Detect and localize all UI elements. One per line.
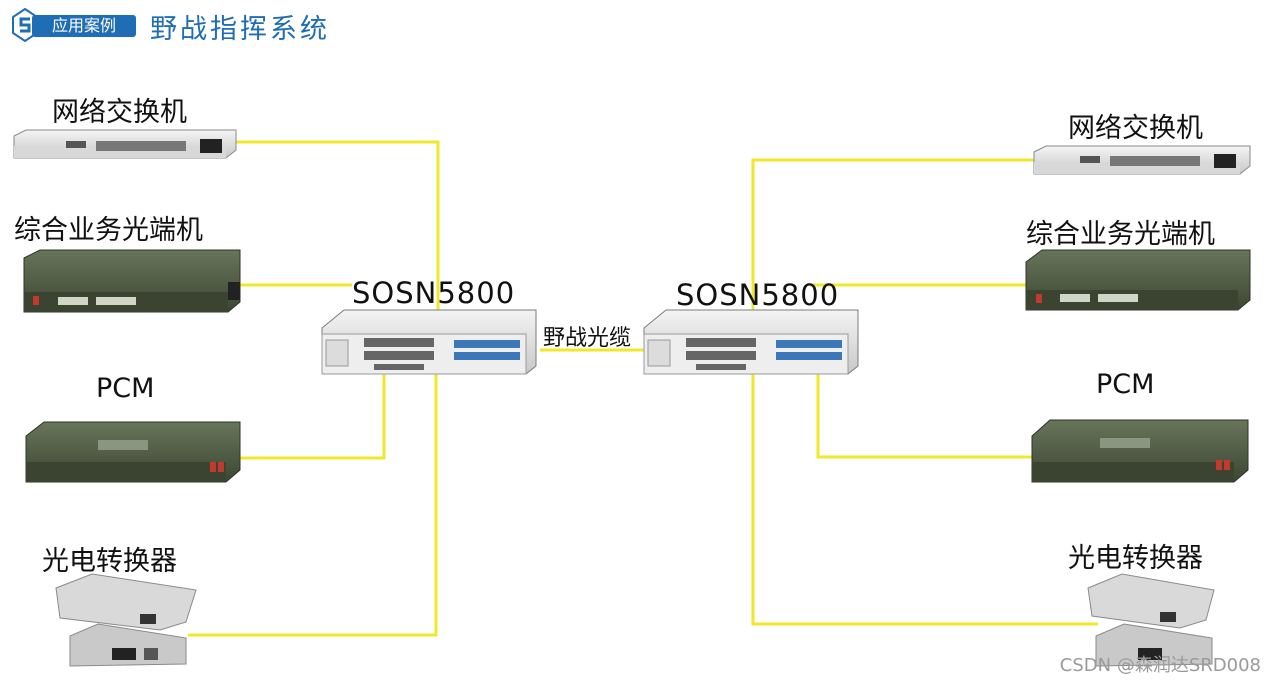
left-pcm-label: PCM (96, 373, 154, 404)
cable-left-pcm (240, 372, 384, 458)
cable-right-converter (753, 372, 1098, 624)
left-terminal-device (24, 250, 240, 312)
left-pcm-device (26, 422, 240, 482)
right-terminal-device (1026, 250, 1250, 310)
trunk-cable-label: 野战光缆 (543, 320, 631, 352)
left-converter-device (56, 574, 196, 666)
cable-lines (188, 142, 1098, 635)
right-pcm-label: PCM (1096, 369, 1154, 400)
left-converter-label: 光电转换器 (42, 539, 177, 578)
right-switch-label: 网络交换机 (1068, 106, 1203, 145)
right-switch-device (1034, 146, 1250, 174)
right-converter-label: 光电转换器 (1068, 536, 1203, 575)
left-terminal-label: 综合业务光端机 (14, 208, 203, 247)
right-terminal-label: 综合业务光端机 (1026, 212, 1215, 251)
left-node-label: SOSN5800 (352, 276, 515, 310)
right-node-label: SOSN5800 (676, 278, 839, 312)
left-sosn-device (322, 310, 536, 374)
watermark: CSDN @森润达SRD008 (1060, 651, 1261, 677)
right-sosn-device (644, 310, 858, 374)
right-pcm-device (1032, 420, 1248, 482)
left-switch-label: 网络交换机 (52, 90, 187, 129)
cable-right-pcm (818, 372, 1034, 457)
left-switch-device (14, 130, 236, 158)
cable-left-converter (188, 372, 436, 635)
